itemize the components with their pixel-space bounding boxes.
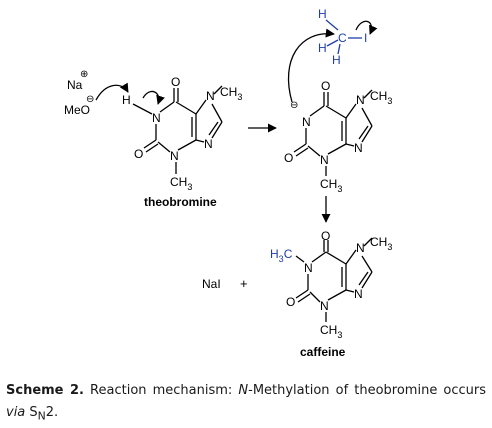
nh-bond-arrow [142,90,165,105]
plus-charge-icon: ⊕ [80,69,88,80]
n3-label: N [170,149,179,163]
n7-methyl: CH3 [220,85,242,102]
mei-carbon: C [338,31,347,45]
anion-n7-methyl: CH3 [370,89,392,106]
methoxide-label: MeO [64,103,90,117]
n9-label: N [204,137,213,151]
caffeine-n1-label: N [304,261,313,275]
sodium-label: Na [67,78,83,92]
anion-n7-label: N [356,93,365,107]
caption-n-italic: N [238,383,249,398]
caption-label: Scheme 2. [6,383,84,398]
sn2-attack-arrow [287,28,335,103]
anion-n9-label: N [354,141,363,155]
caffeine-n7-label: N [356,241,365,255]
caffeine-n1-methyl: H3C [270,247,293,264]
mei-iodine: I [364,31,367,45]
methoxide-attack-arrow [95,82,129,101]
sodium-methoxide: Na ⊕ MeO ⊖ [64,69,94,117]
mei-h-top: H [318,7,327,21]
methyl-iodide: H C H H I [318,7,378,67]
reaction-scheme: Na ⊕ MeO ⊖ H N O N O CH3 N CH3 N t [64,7,392,359]
anion-c6-oxygen: O [321,79,330,93]
caffeine-n3-label: N [320,299,329,313]
c2-oxygen: O [134,147,143,161]
caffeine-c6-oxygen: O [321,229,330,243]
n7-label: N [206,89,215,103]
sodium-iodide-label: NaI [202,277,221,291]
leaving-group-arrow [355,20,378,35]
plus-sign: + [240,276,248,291]
caffeine-c2-oxygen: O [286,295,295,309]
anion-n1-label: N [302,115,311,129]
theobromine-structure: H N O N O CH3 N CH3 N [122,75,242,192]
minus-charge-icon: ⊖ [86,94,94,105]
c6-oxygen: O [171,75,180,89]
caffeine-structure: H3C N O N O CH3 N CH3 N [270,229,392,340]
caption-text-a: Reaction mechanism: [83,383,239,398]
caption-sn-sub: N [37,409,46,423]
caffeine-name: caffeine [300,345,346,359]
anion-n3-methyl: CH3 [320,177,342,194]
scheme-caption: Scheme 2. Reaction mechanism: N-Methylat… [6,380,486,428]
n3-methyl: CH3 [170,175,192,192]
anion-minus-icon: ⊖ [290,100,298,111]
caption-sn: S [25,405,38,420]
theobromine-name: theobromine [144,195,217,209]
anion-c2-oxygen: O [284,151,293,165]
caffeine-n7-methyl: CH3 [370,235,392,252]
mei-h-bottom: H [332,53,341,67]
caption-text-b: -Methylation of theobromine occurs [248,383,487,398]
caffeine-n9-label: N [354,287,363,301]
anion-n3-label: N [320,153,329,167]
n-h-hydrogen: H [122,93,131,107]
n1-label: N [152,111,161,125]
caption-sn-tail: 2. [45,405,59,420]
mei-h-left: H [318,41,327,55]
caffeine-n3-methyl: CH3 [320,323,342,340]
theobromine-anion: ⊖ N O N O CH3 N CH3 N [284,79,392,194]
caption-via: via [6,405,26,420]
